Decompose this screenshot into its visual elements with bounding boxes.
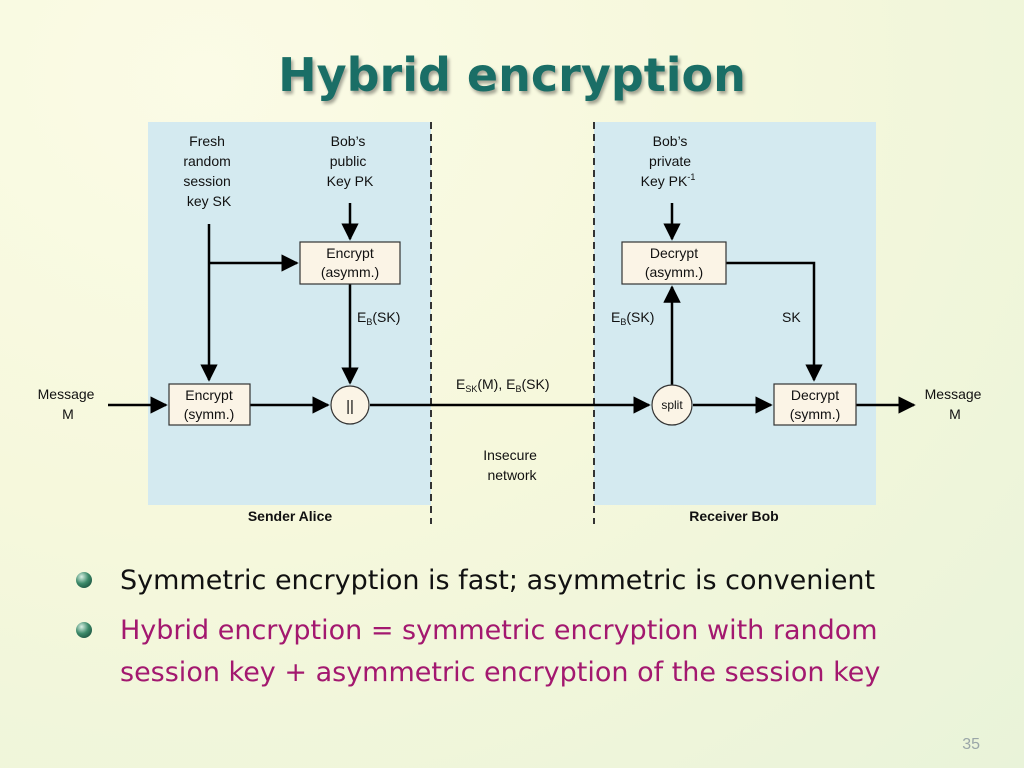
network-payload-label: ESK(M), EB(SK) (456, 376, 549, 394)
session-key-label: Fresh random session key SK (183, 133, 234, 209)
public-key-label: Bob’s public Key PK (327, 133, 374, 189)
sender-panel (148, 122, 431, 505)
svg-text:Decrypt(symm.): Decrypt(symm.) (790, 387, 841, 422)
concat-node: || (330, 385, 370, 425)
bullet-list: Symmetric encryption is fast; asymmetric… (76, 560, 976, 702)
encrypt-symm-box: Encrypt(symm.) (168, 383, 251, 426)
decrypt-asymm-box: Decrypt(asymm.) (621, 241, 727, 285)
private-key-label: Bob’s private Key PK-1 (641, 133, 696, 189)
message-out-label: Message M (925, 386, 986, 422)
page-number: 35 (962, 736, 980, 753)
eb-sk-receiver-label: EB(SK) (611, 309, 654, 327)
svg-text:Decrypt(asymm.): Decrypt(asymm.) (645, 245, 703, 280)
bullet-item: Symmetric encryption is fast; asymmetric… (76, 560, 976, 602)
bullet-icon (76, 572, 92, 588)
slide-title: Hybrid encryption (278, 48, 746, 102)
svg-text:split: split (661, 398, 683, 412)
decrypt-symm-box: Decrypt(symm.) (773, 383, 857, 426)
eb-sk-sender-label: EB(SK) (357, 309, 400, 327)
sk-label: SK (782, 309, 801, 325)
message-in-label: Message M (38, 386, 99, 422)
svg-text:Encrypt(symm.): Encrypt(symm.) (184, 387, 235, 422)
receiver-bob-label: Receiver Bob (689, 508, 778, 524)
svg-text:||: || (346, 398, 354, 415)
insecure-network-label: Insecure network (483, 447, 541, 483)
bullet-icon (76, 622, 92, 638)
split-node: split (651, 384, 693, 426)
arrow-decrypt-asymm-to-decrypt-symm (726, 261, 823, 382)
sender-alice-label: Sender Alice (248, 508, 333, 524)
bullet-text: Hybrid encryption = symmetric encryption… (120, 615, 881, 688)
encrypt-asymm-box: Encrypt(asymm.) (299, 241, 401, 285)
receiver-panel (594, 122, 876, 505)
bullet-item: Hybrid encryption = symmetric encryption… (76, 610, 976, 694)
bullet-text: Symmetric encryption is fast; asymmetric… (120, 565, 876, 596)
svg-text:Encrypt(asymm.): Encrypt(asymm.) (321, 245, 379, 280)
hybrid-encryption-diagram: Fresh random session key SK Bob’s public… (38, 122, 986, 524)
